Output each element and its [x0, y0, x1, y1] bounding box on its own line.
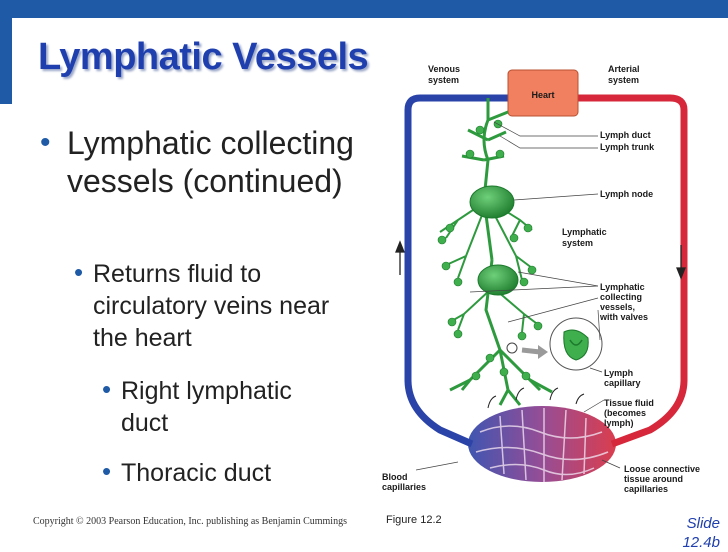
bullet-text: Thoracic duct: [121, 459, 272, 487]
tissue-fluid-label: lymph): [604, 418, 634, 428]
arterial-vessel: [576, 94, 688, 380]
arterial-label: system: [608, 75, 639, 85]
bullet-icon: •: [102, 456, 112, 486]
slide-number: Slide 12.4b: [682, 515, 720, 551]
left-accent-bar: [0, 0, 12, 104]
bullet-level-3: • Thoracic duct: [102, 456, 342, 489]
loose-connective-label: Loose connective: [624, 464, 700, 474]
blood-capillaries-label: Blood: [382, 472, 408, 482]
figure-caption: Figure 12.2: [386, 514, 442, 526]
heart-label: Heart: [531, 90, 554, 100]
lymphatic-system-label: Lymphatic: [562, 227, 607, 237]
bullet-text: Returns fluid to circulatory veins near …: [93, 260, 330, 352]
lymph-node: [469, 185, 515, 219]
bullet-icon: •: [74, 257, 84, 287]
lymph-duct-label: Lymph duct: [600, 130, 651, 140]
collecting-vessels-label: with valves: [599, 312, 648, 322]
collecting-vessels-label: collecting: [600, 292, 642, 302]
arterial-label: Arterial: [608, 64, 640, 74]
tissue-fluid-label: Tissue fluid: [604, 398, 654, 408]
up-flow-arrow: [395, 240, 405, 275]
collecting-vessels-label: Lymphatic: [600, 282, 645, 292]
lymph-capillary-label: capillary: [604, 378, 641, 388]
capillary-network: [475, 408, 609, 482]
tissue-fluid-label: (becomes: [604, 408, 646, 418]
bullet-icon: •: [40, 126, 51, 159]
top-accent-bar: [0, 0, 728, 18]
venous-label: system: [428, 75, 459, 85]
collecting-vessels-label: vessels,: [600, 302, 635, 312]
blood-capillary-bed: [468, 406, 616, 482]
loose-connective-label: tissue around: [624, 474, 683, 484]
bullet-text: Lymphatic collecting vessels (continued): [67, 125, 354, 199]
loose-connective-label: capillaries: [624, 484, 668, 494]
lymph-node-label: Lymph node: [600, 189, 653, 199]
lymphatic-system-diagram: Heart Venous system Arterial system: [382, 64, 700, 494]
bullet-level-1: • Lymphatic collecting vessels (continue…: [40, 124, 360, 200]
heart-shape: [507, 69, 579, 117]
tissue-fluid-arrows: [487, 387, 585, 409]
bullet-text: Right lymphatic duct: [121, 377, 292, 437]
lymph-trunk-label: Lymph trunk: [600, 142, 655, 152]
down-flow-arrow: [676, 245, 686, 280]
lymph-vessel-tree: [449, 98, 553, 406]
slide-title: Lymphatic Vessels: [38, 36, 369, 78]
zoom-arrow: [521, 347, 541, 355]
bullet-level-3: • Right lymphatic duct: [102, 374, 342, 439]
venous-vessel: [404, 94, 512, 380]
venous-label: Venous: [428, 64, 460, 74]
lymph-valve-beads: [437, 119, 543, 381]
copyright-notice: Copyright © 2003 Pearson Education, Inc.…: [33, 516, 347, 527]
blood-capillaries-label: capillaries: [382, 482, 426, 492]
lymph-capillary-label: Lymph: [604, 368, 633, 378]
bullet-level-2: • Returns fluid to circulatory veins nea…: [74, 257, 334, 354]
bullet-icon: •: [102, 374, 112, 404]
leader-lines: [415, 121, 621, 471]
lymph-node: [477, 264, 519, 296]
lymphatic-system-label: system: [562, 238, 593, 248]
